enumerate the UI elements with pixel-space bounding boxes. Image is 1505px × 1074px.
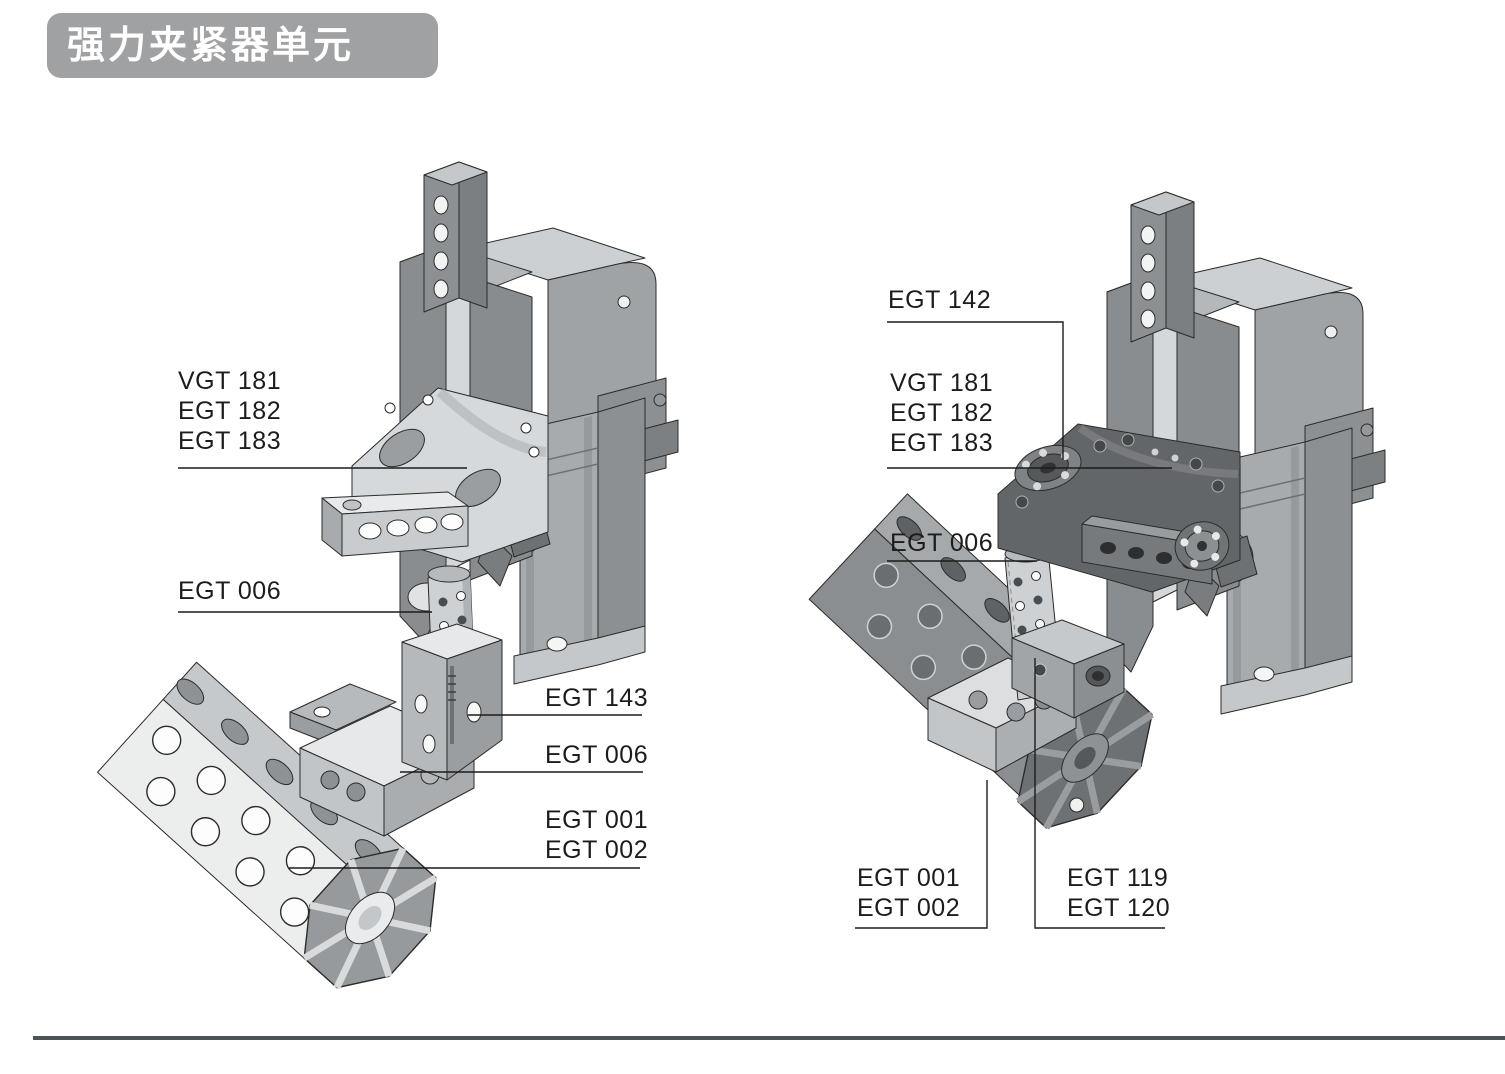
left-octagonal-rail	[97, 661, 438, 990]
part-number: EGT 143	[545, 684, 649, 712]
left-label-egt001-group: EGT 001 EGT 002	[545, 805, 648, 865]
part-number: EGT 183	[890, 429, 994, 457]
left-label-egt006-lower: EGT 006	[545, 740, 648, 770]
right-label-vgt-group: VGT 181 EGT 182 EGT 183	[890, 368, 993, 458]
right-label-egt001-group: EGT 001 EGT 002	[857, 863, 960, 923]
part-number: VGT 181	[890, 369, 994, 397]
right-clamp-block	[1011, 619, 1125, 719]
part-number: EGT 182	[178, 397, 282, 425]
right-label-egt006: EGT 006	[890, 528, 993, 558]
section-title-badge: 强力夹紧器单元	[47, 13, 438, 78]
part-number: EGT 002	[545, 836, 649, 864]
right-body-disc	[1174, 521, 1230, 571]
left-assembly-illustration	[97, 161, 679, 990]
part-number: EGT 001	[545, 806, 649, 834]
part-number: EGT 183	[178, 427, 282, 455]
right-assembly-illustration	[808, 191, 1386, 830]
right-label-egt119-group: EGT 119 EGT 120	[1067, 863, 1170, 923]
part-number: EGT 001	[857, 864, 961, 892]
leader-lines	[178, 321, 1172, 929]
part-number: EGT 119	[1067, 864, 1169, 892]
page-divider	[33, 1036, 1505, 1040]
right-label-egt142: EGT 142	[888, 285, 991, 315]
part-number: EGT 182	[890, 399, 994, 427]
left-label-vgt-group: VGT 181 EGT 182 EGT 183	[178, 366, 281, 456]
part-number: VGT 181	[178, 367, 282, 395]
left-label-egt143: EGT 143	[545, 683, 648, 713]
part-number: EGT 002	[857, 894, 961, 922]
part-number: EGT 006	[545, 741, 649, 769]
part-number: EGT 006	[890, 529, 994, 557]
part-number: EGT 142	[888, 286, 992, 314]
part-number: EGT 006	[178, 577, 282, 605]
left-horizontal-arm	[321, 491, 469, 557]
left-label-egt006-upper: EGT 006	[178, 576, 281, 606]
left-lower-block	[401, 623, 503, 781]
section-title: 强力夹紧器单元	[67, 23, 355, 67]
part-number: EGT 120	[1067, 894, 1171, 922]
